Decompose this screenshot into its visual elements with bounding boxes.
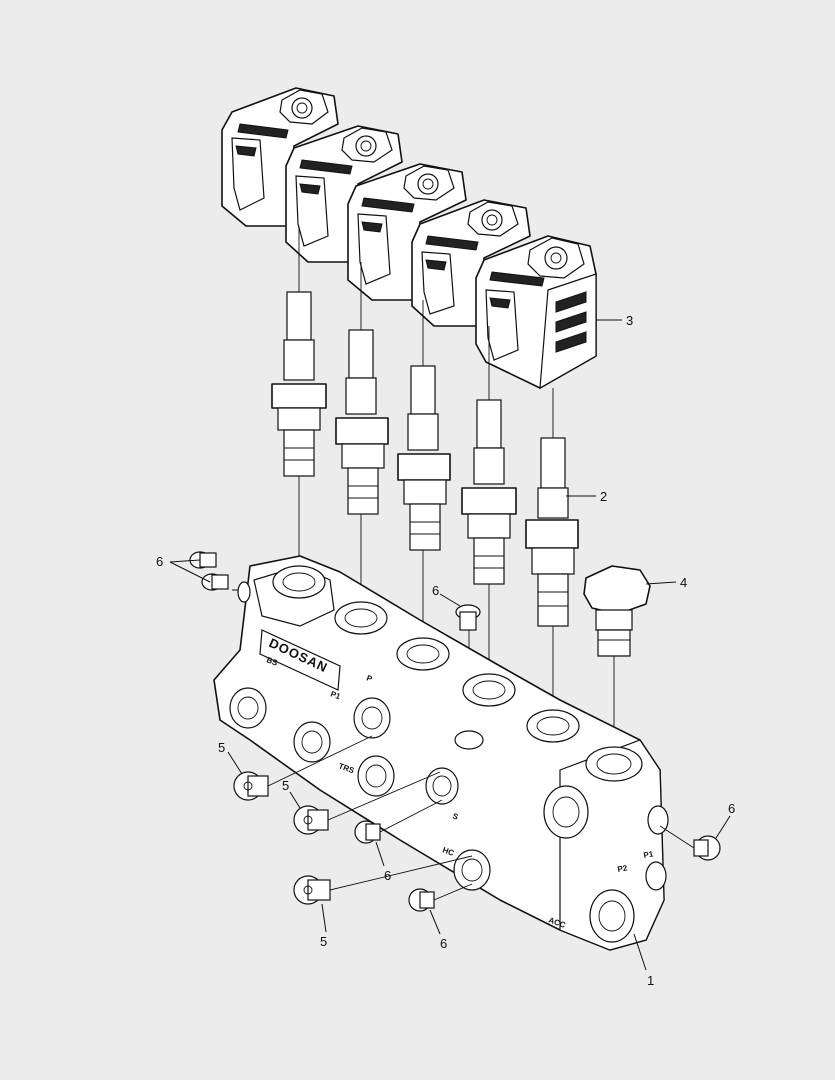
plug-6-right — [693, 835, 721, 861]
relief-plug — [583, 565, 651, 657]
cartridge-valve-1 — [271, 291, 327, 477]
callout-6-middle: 6 — [384, 868, 391, 883]
plug-5-upper — [233, 771, 269, 801]
plug-5-middle — [293, 805, 329, 835]
callout-6-bottom: 6 — [440, 936, 447, 951]
callout-6-right: 6 — [728, 801, 735, 816]
port-marking-hc: HC — [441, 845, 455, 857]
callout-6-top: 6 — [432, 583, 439, 598]
plug-6-middle — [354, 820, 381, 844]
callout-1: 1 — [647, 973, 654, 988]
callout-leaders — [169, 319, 731, 971]
callout-5-lower: 5 — [320, 934, 327, 949]
port-marking-p1: P1 — [643, 849, 655, 860]
cartridge-valve-3 — [397, 365, 451, 551]
cartridge-valve-2 — [335, 329, 389, 515]
callout-5-upper: 5 — [218, 740, 225, 755]
port-marking-p1-top: P1 — [329, 689, 342, 701]
callout-4: 4 — [680, 575, 687, 590]
port-marking-s: S — [451, 811, 460, 822]
callout-6-left: 6 — [156, 554, 163, 569]
port-marking-bs: BS — [265, 655, 279, 667]
port-marking-p2: P2 — [617, 863, 629, 874]
cartridge-valve-5 — [525, 437, 579, 627]
cartridge-valve-set — [271, 291, 579, 627]
plug-6-top — [455, 604, 481, 631]
solenoid-coil-3 — [347, 163, 467, 301]
plug-6-bottom — [408, 888, 435, 912]
solenoid-coil-5 — [475, 235, 597, 390]
solenoid-coil-assembly — [221, 87, 597, 390]
solenoid-coil-4 — [411, 199, 531, 327]
valve-body — [213, 555, 669, 951]
callout-2: 2 — [600, 489, 607, 504]
callout-numbers: 3 2 4 1 6 6 6 6 6 5 5 5 — [156, 313, 735, 988]
solenoid-coil-2 — [285, 125, 403, 263]
solenoid-coil-1 — [221, 87, 339, 227]
plugs — [189, 551, 721, 912]
port-marking-p: P — [365, 673, 374, 684]
plug-6-pair-left — [189, 551, 229, 591]
callout-5-middle: 5 — [282, 778, 289, 793]
callout-3: 3 — [626, 313, 633, 328]
plug-5-lower — [293, 875, 331, 905]
cartridge-valve-4 — [461, 399, 517, 585]
